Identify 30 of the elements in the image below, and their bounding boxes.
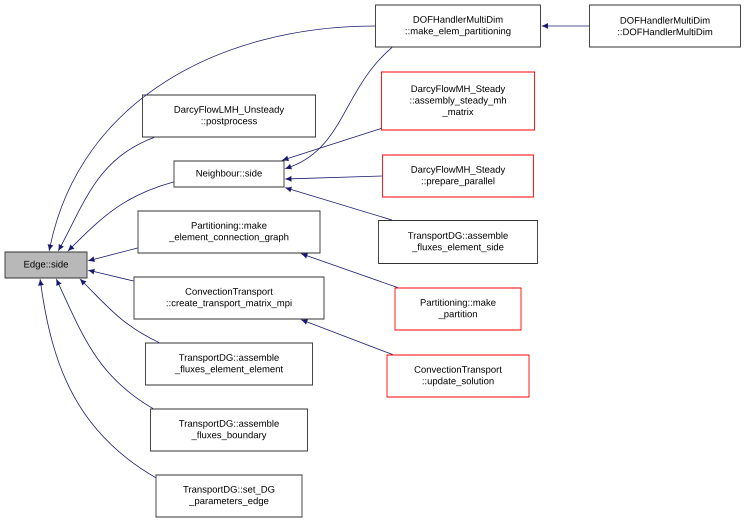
arrow xyxy=(68,182,174,251)
function-box: TransportDG::assemble _fluxes_element_side xyxy=(378,220,538,264)
arrow xyxy=(88,268,134,282)
function-box: DarcyFlowMH_Steady ::assembly_steady_mh _matrix xyxy=(381,72,535,130)
function-box: ConvectionTransport ::create_transport_matrix_mpi xyxy=(134,276,324,320)
arrow xyxy=(301,253,398,288)
arrow xyxy=(285,186,392,220)
function-box: Edge::side xyxy=(4,252,88,278)
arrow xyxy=(80,279,160,343)
function-box: DarcyFlowLMH_Unsteady ::postprocess xyxy=(142,94,316,138)
function-box: TransportDG::assemble _fluxes_boundary xyxy=(150,408,308,452)
function-box: Partitioning::make _partition xyxy=(394,288,522,330)
arrow xyxy=(285,47,392,170)
arrow xyxy=(48,26,376,251)
arrow xyxy=(301,319,393,355)
function-box: DOFHandlerMultiDim ::make_elem_partitioning xyxy=(375,4,541,48)
function-box: DarcyFlowMH_Steady ::prepare_parallel xyxy=(382,154,534,198)
arrow xyxy=(58,137,154,251)
arrow xyxy=(286,176,382,182)
function-box: Neighbour::side xyxy=(174,160,284,188)
arrow xyxy=(38,280,156,478)
arrow xyxy=(56,279,154,409)
function-box: ConvectionTransport ::update_solution xyxy=(386,354,530,398)
arrow xyxy=(542,23,590,29)
function-box: Partitioning::make _element_connection_graph xyxy=(138,210,320,254)
arrow xyxy=(88,248,138,262)
function-box: DOFHandlerMultiDim ::DOFHandlerMultiDim xyxy=(589,4,741,48)
function-box: TransportDG::assemble _fluxes_element_element xyxy=(145,342,313,386)
arrow xyxy=(282,128,382,162)
function-box: TransportDG::set_DG _parameters_edge xyxy=(156,474,302,518)
